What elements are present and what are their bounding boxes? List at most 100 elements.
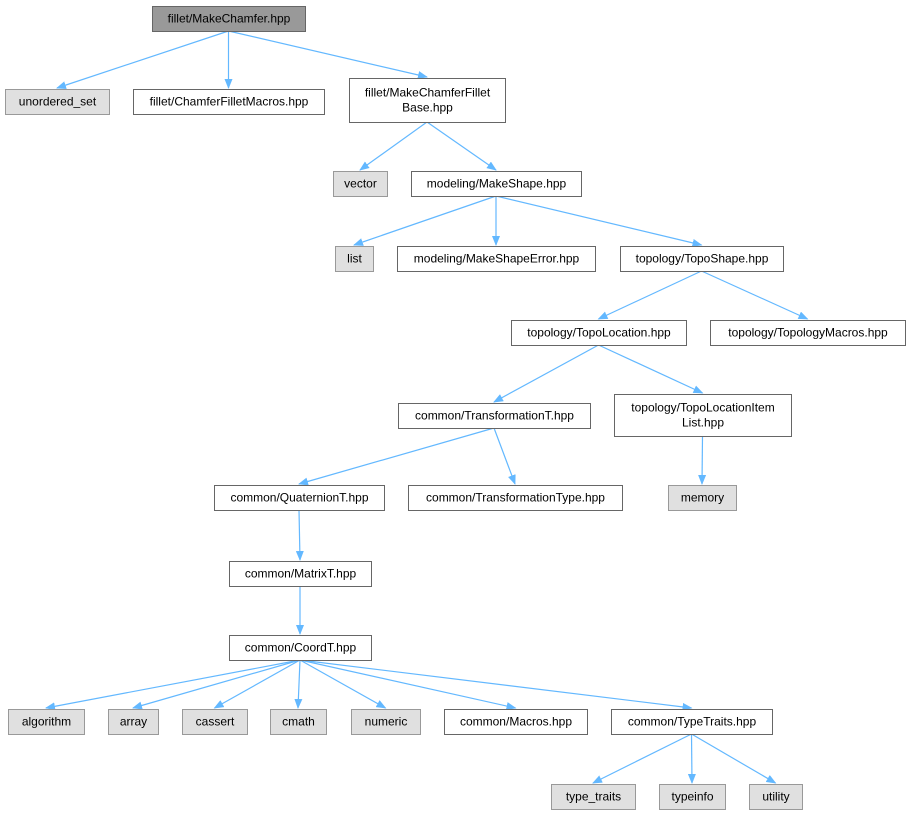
- node-label: algorithm: [22, 715, 71, 729]
- edge-coordt-to-macros: [299, 659, 517, 710]
- node-box: [351, 709, 421, 735]
- node-box: [5, 89, 110, 115]
- node-box: [611, 709, 773, 735]
- edge-typetraits-to-type_traits: [592, 733, 692, 784]
- node-matrixt[interactable]: common/MatrixT.hpp: [229, 561, 372, 587]
- node-label: modeling/MakeShapeError.hpp: [414, 252, 580, 266]
- node-box: [408, 485, 623, 511]
- edge-coordt-to-cmath: [294, 659, 303, 709]
- node-label: common/QuaternionT.hpp: [230, 491, 368, 505]
- node-box: [710, 320, 906, 346]
- node-box: [8, 709, 85, 735]
- edge-toposhape-to-topolocation: [597, 270, 702, 320]
- node-label: memory: [681, 491, 724, 505]
- node-box: [133, 89, 325, 115]
- node-label: type_traits: [566, 790, 621, 804]
- node-label: fillet/MakeChamfer.hpp: [168, 12, 291, 26]
- node-label: topology/TopologyMacros.hpp: [728, 326, 888, 340]
- node-numeric: numeric: [351, 709, 421, 735]
- edge-toposhape-to-topologymacros: [701, 270, 809, 320]
- node-list: list: [335, 246, 374, 272]
- node-box: [511, 320, 687, 346]
- nodes-layer: fillet/MakeChamfer.hpp unordered_set fille…: [5, 6, 906, 810]
- node-type_traits: type_traits: [551, 784, 636, 810]
- edge-typetraits-to-utility: [691, 733, 777, 784]
- edge-makechamfer-to-makechamferfilletbase: [228, 30, 428, 79]
- edge-coordt-to-cassert: [213, 659, 301, 709]
- node-makechamfer[interactable]: fillet/MakeChamfer.hpp: [152, 6, 306, 32]
- node-topologymacros[interactable]: topology/TopologyMacros.hpp: [710, 320, 906, 346]
- node-label: cassert: [196, 715, 235, 729]
- node-typeinfo: typeinfo: [659, 784, 726, 810]
- node-label: numeric: [365, 715, 408, 729]
- node-box: [335, 246, 374, 272]
- node-label: topology/TopoShape.hpp: [636, 252, 769, 266]
- node-box: [333, 171, 388, 197]
- node-transformationtype[interactable]: common/TransformationType.hpp: [408, 485, 623, 511]
- node-box: [229, 635, 372, 661]
- edge-topolocationitemlist-to-memory: [698, 435, 707, 485]
- node-transformationt[interactable]: common/TransformationT.hpp: [398, 403, 591, 429]
- node-box: [214, 485, 385, 511]
- node-label: List.hpp: [682, 416, 724, 430]
- node-utility: utility: [749, 784, 803, 810]
- edge-makeshape-to-list: [353, 195, 497, 246]
- node-topolocation[interactable]: topology/TopoLocation.hpp: [511, 320, 687, 346]
- node-box: [108, 709, 159, 735]
- node-box: [551, 784, 636, 810]
- node-label: fillet/MakeChamferFillet: [365, 86, 491, 100]
- node-label: topology/TopoLocationItem: [631, 401, 774, 415]
- node-label: common/TypeTraits.hpp: [628, 715, 757, 729]
- node-toposhape[interactable]: topology/TopoShape.hpp: [620, 246, 784, 272]
- node-box: [182, 709, 248, 735]
- edges-layer: [45, 30, 809, 784]
- edge-transformationt-to-quaterniont: [298, 427, 495, 486]
- node-box: [668, 485, 737, 511]
- edge-makechamferfilletbase-to-makeshape: [426, 121, 497, 171]
- node-vector: vector: [333, 171, 388, 197]
- edge-typetraits-to-typeinfo: [687, 733, 696, 784]
- node-box: [229, 561, 372, 587]
- node-cassert: cassert: [182, 709, 248, 735]
- node-label: array: [120, 715, 147, 729]
- node-label: Base.hpp: [402, 101, 453, 115]
- edge-transformationt-to-transformationtype: [493, 427, 516, 485]
- node-box: [270, 709, 327, 735]
- node-label: fillet/ChamferFilletMacros.hpp: [150, 95, 309, 109]
- node-array: array: [108, 709, 159, 735]
- node-box: [411, 171, 582, 197]
- edge-topolocation-to-transformationt: [493, 344, 599, 403]
- node-coordt[interactable]: common/CoordT.hpp: [229, 635, 372, 661]
- node-box: [397, 246, 596, 272]
- node-box: [152, 6, 306, 32]
- edge-coordt-to-typetraits: [299, 659, 693, 711]
- node-label: common/MatrixT.hpp: [245, 567, 357, 581]
- node-label: common/TransformationT.hpp: [415, 409, 574, 423]
- node-macros[interactable]: common/Macros.hpp: [444, 709, 588, 735]
- node-cmath: cmath: [270, 709, 327, 735]
- edge-topolocation-to-topolocationitemlist: [598, 344, 704, 394]
- node-quaterniont[interactable]: common/QuaternionT.hpp: [214, 485, 385, 511]
- node-label: common/Macros.hpp: [460, 715, 572, 729]
- node-label: vector: [344, 177, 377, 191]
- node-label: cmath: [282, 715, 315, 729]
- node-label: unordered_set: [19, 95, 97, 109]
- node-label: modeling/MakeShape.hpp: [427, 177, 567, 191]
- node-chamferfilletmacros[interactable]: fillet/ChamferFilletMacros.hpp: [133, 89, 325, 115]
- node-algorithm: algorithm: [8, 709, 85, 735]
- node-box: [444, 709, 588, 735]
- node-box: [398, 403, 591, 429]
- node-label: common/TransformationType.hpp: [426, 491, 605, 505]
- node-makeshape[interactable]: modeling/MakeShape.hpp: [411, 171, 582, 197]
- node-box: [620, 246, 784, 272]
- node-label: utility: [762, 790, 789, 804]
- edge-coordt-to-algorithm: [45, 659, 301, 711]
- edge-makechamferfilletbase-to-vector: [359, 121, 428, 171]
- node-makeshapeerror[interactable]: modeling/MakeShapeError.hpp: [397, 246, 596, 272]
- node-box: [749, 784, 803, 810]
- node-box: [659, 784, 726, 810]
- node-typetraits[interactable]: common/TypeTraits.hpp: [611, 709, 773, 735]
